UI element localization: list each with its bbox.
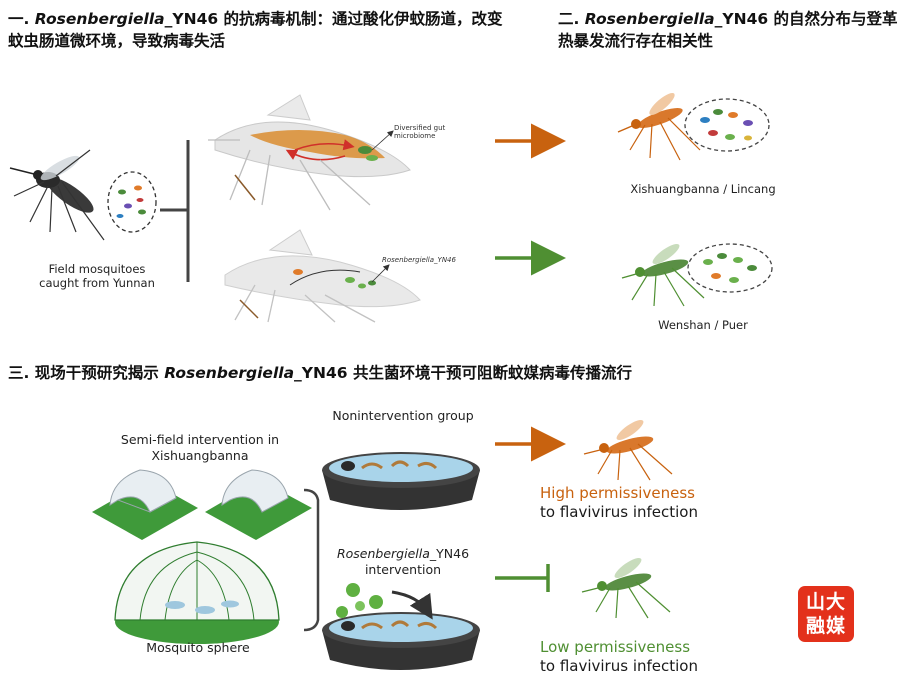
section1-title-line1: _YN46 的抗病毒机制：通过酸化伊蚊肠道，改变 [164, 10, 503, 28]
mosquito-sphere-label: Mosquito sphere [146, 640, 250, 655]
section3-prefix: 三. 现场干预研究揭示 [8, 364, 165, 382]
section2-title-line1: _YN46 的自然分布与登革 [714, 10, 898, 28]
section1-prefix: 一. [8, 10, 35, 28]
semi-field-label: Semi-field intervention in Xishuangbanna [120, 432, 280, 463]
low-permissiveness-label: Low permissiveness to flavivirus infecti… [540, 638, 698, 675]
drop-arrow [391, 590, 433, 620]
greenhouse-icon-right [205, 469, 312, 540]
rosenbergiella-small-label: Rosenbergiella_YN46 [382, 256, 456, 264]
section1-title-line2: 蚊虫肠道微环境，导致病毒失活 [8, 32, 226, 50]
section2-prefix: 二. [558, 10, 585, 28]
section3-species: Rosenbergiella [164, 364, 295, 382]
greenhouse-icon-left [92, 469, 198, 540]
section2-heading: 二. Rosenbergiella_YN46 的自然分布与登革 热暴发流行存在相… [558, 8, 898, 52]
green-mosquito-icon [621, 243, 705, 307]
intervention-label: Rosenbergiella_YN46 intervention [336, 546, 470, 577]
tray-intervention [322, 612, 480, 670]
section2-title-line2: 热暴发流行存在相关性 [558, 32, 714, 50]
bacteria-icon [336, 583, 383, 618]
green-mosquito-icon-bottom [581, 557, 671, 619]
high-permissiveness-label: High permissiveness to flavivirus infect… [540, 484, 698, 521]
section3-heading: 三. 现场干预研究揭示 Rosenbergiella_YN46 共生菌环境干预可… [8, 362, 708, 384]
gut-bubble-icon [107, 171, 157, 233]
microbe-bubble-orange [684, 98, 770, 152]
section2-species: Rosenbergiella [584, 10, 715, 28]
intervention-bracket [303, 488, 320, 632]
section3-title-rest: _YN46 共生菌环境干预可阻断蚊媒病毒传播流行 [294, 364, 632, 382]
region-orange-label: Xishuangbanna / Lincang [630, 182, 776, 196]
nonintervention-label: Nonintervention group [332, 408, 474, 423]
mosquito-sphere-icon [114, 541, 280, 644]
diversified-gut-label: Diversified gut microbiome [394, 124, 446, 140]
section1-species: Rosenbergiella [34, 10, 165, 28]
orange-mosquito-icon [617, 93, 701, 161]
section1-heading: 一. Rosenbergiella_YN46 的抗病毒机制：通过酸化伊蚊肠道，改… [8, 8, 528, 52]
orange-mosquito-icon-bottom [583, 419, 673, 481]
field-mosquito-icon [9, 149, 105, 241]
region-green-label: Wenshan / Puer [658, 318, 748, 332]
large-mosquito-orange-gut [208, 94, 411, 211]
large-mosquito-green [224, 229, 421, 323]
field-mosquitoes-label: Field mosquitoes caught from Yunnan [39, 262, 155, 290]
media-logo: 山大 融媒 [798, 586, 854, 642]
tray-nonintervention [322, 452, 480, 510]
inhibition-arrow-green [495, 564, 550, 592]
split-bracket [160, 140, 190, 282]
microbe-bubble-green [687, 243, 773, 293]
